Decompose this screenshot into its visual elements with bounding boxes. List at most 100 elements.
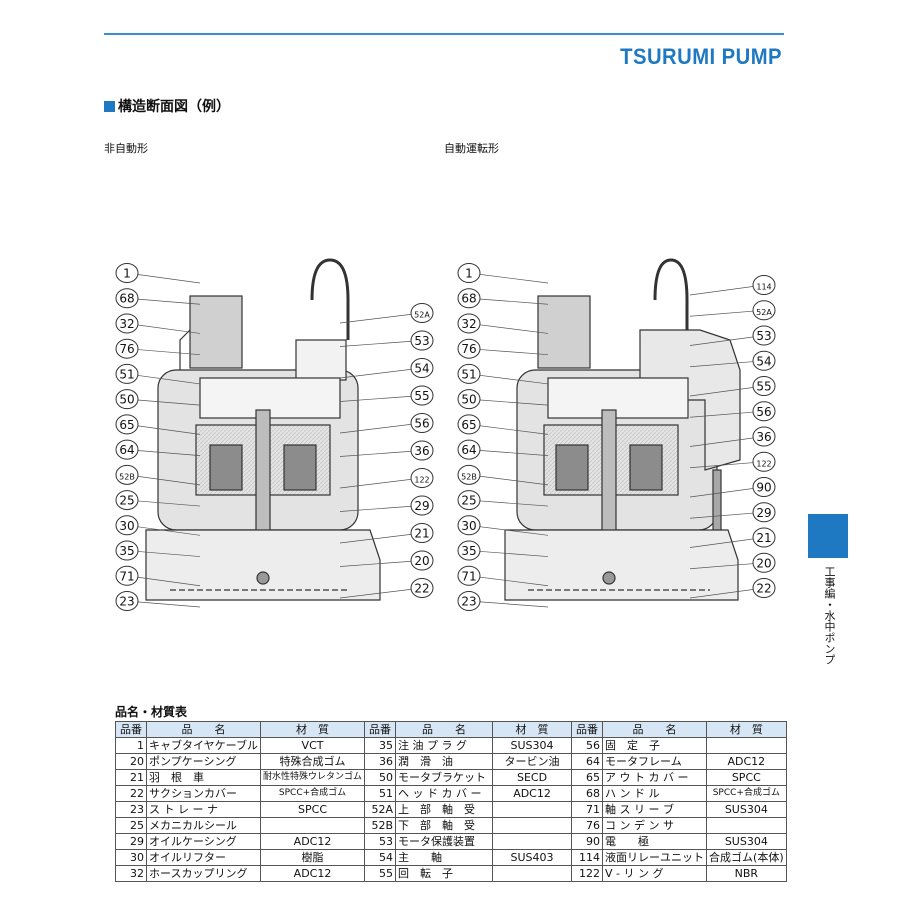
section-title-text: 構造断面図（例） <box>118 99 230 115</box>
right-callout-r-53: 53 <box>689 325 776 346</box>
right-callout-r-36: 36 <box>689 426 776 447</box>
table-cell: 上 部 軸 受 <box>395 801 494 818</box>
table-cell <box>492 801 573 818</box>
left-callout-65-label: 65 <box>119 418 134 432</box>
right-callout-32-label: 32 <box>461 317 476 331</box>
left-callout-25: 25 <box>115 490 201 511</box>
table-cell: ADC12 <box>260 865 366 882</box>
table-cell: 合成ゴム(本体) <box>706 849 787 866</box>
right-callout-23: 23 <box>457 591 549 611</box>
right-callout-64: 64 <box>457 439 549 460</box>
right-callout-r-54-label: 54 <box>756 354 771 368</box>
table-cell: 固 定 子 <box>602 737 708 754</box>
right-callout-25-label: 25 <box>461 494 476 508</box>
table-cell: V - リ ン グ <box>602 865 708 882</box>
table-cell: 20 <box>115 753 147 770</box>
table-cell: サクションカバー <box>145 785 262 802</box>
table-header-cell: 品番 <box>571 721 604 738</box>
table-header-cell: 品 名 <box>602 721 708 738</box>
right-callout-50: 50 <box>457 389 549 410</box>
right-callout-71-label: 71 <box>461 569 476 583</box>
left-callout-23: 23 <box>115 591 201 611</box>
right-callout-30-label: 30 <box>461 519 476 533</box>
table-cell: 液面リレーユニット <box>602 849 708 866</box>
table-cell: ハ ン ド ル <box>602 785 708 802</box>
left-callout-32-label: 32 <box>119 317 134 331</box>
cross-section-diagrams: 16832765150656452B253035712352A535455563… <box>115 258 776 611</box>
side-tab <box>808 514 848 558</box>
right-callout-65: 65 <box>457 414 549 435</box>
table-cell: 29 <box>115 833 147 850</box>
table-cell: 71 <box>571 801 604 818</box>
table-cell: 36 <box>364 753 397 770</box>
right-callout-50-label: 50 <box>461 393 476 407</box>
table-cell: コ ン デ ン サ <box>602 817 708 834</box>
right-callout-r-56: 56 <box>689 401 776 422</box>
table-cell: モータ保護装置 <box>395 833 494 850</box>
left-diagram-label: 非自動形 <box>104 142 148 155</box>
right-callout-r-114: 114 <box>689 275 776 296</box>
table-cell: 122 <box>571 865 604 882</box>
left-callout-65: 65 <box>115 414 201 435</box>
table-cell: NBR <box>706 865 787 882</box>
table-cell: 53 <box>364 833 397 850</box>
right-callout-r-29-label: 29 <box>756 506 771 520</box>
table-cell: SPCC+合成ゴム <box>260 785 366 802</box>
table-cell: 55 <box>364 865 397 882</box>
left-callout-r-122-label: 122 <box>414 476 429 485</box>
left-callout-76-label: 76 <box>119 342 134 356</box>
side-tab-label: 工事編・水中ポンプ <box>823 566 836 665</box>
right-callout-r-20-label: 20 <box>756 556 771 570</box>
left-callout-r-56-label: 56 <box>414 417 429 431</box>
right-callout-r-54: 54 <box>689 350 776 371</box>
table-cell: 特殊合成ゴム <box>260 753 366 770</box>
left-callout-32: 32 <box>115 313 201 334</box>
table-cell: 回 転 子 <box>395 865 494 882</box>
table-cell: タービン油 <box>492 753 573 770</box>
right-callout-r-52a-label: 52A <box>756 308 772 317</box>
table-header-cell: 品 名 <box>395 721 494 738</box>
left-callout-r-53-label: 53 <box>414 334 429 348</box>
right-callout-51-label: 51 <box>461 367 476 381</box>
right-callout-1-label: 1 <box>465 267 473 281</box>
right-callout-71: 71 <box>457 565 549 587</box>
table-cell: 76 <box>571 817 604 834</box>
right-pump-drawing <box>504 258 741 601</box>
table-cell: ADC12 <box>492 785 573 802</box>
table-header-cell: 品番 <box>115 721 147 738</box>
right-callout-51: 51 <box>457 363 549 385</box>
table-cell: 90 <box>571 833 604 850</box>
right-callout-25: 25 <box>457 490 549 511</box>
right-callout-r-22-label: 22 <box>756 582 771 596</box>
table-cell: 樹脂 <box>260 849 366 866</box>
table-cell: SUS304 <box>706 801 787 818</box>
left-callout-r-52a: 52A <box>339 303 434 324</box>
table-header-cell: 材 質 <box>706 721 787 738</box>
left-callout-r-55: 55 <box>339 385 434 406</box>
right-callout-r-122-label: 122 <box>756 459 771 468</box>
table-cell: 68 <box>571 785 604 802</box>
left-callout-64-label: 64 <box>119 443 134 457</box>
right-callout-64-label: 64 <box>461 443 476 457</box>
table-cell: 56 <box>571 737 604 754</box>
table-cell: SPCC <box>260 801 366 818</box>
table-title: 品名・材質表 <box>115 705 188 719</box>
left-callout-r-54: 54 <box>339 358 434 379</box>
table-cell: 21 <box>115 769 147 786</box>
table-cell <box>260 817 366 834</box>
left-callout-23-label: 23 <box>119 595 134 609</box>
table-cell: SUS304 <box>706 833 787 850</box>
table-cell: 注 油 プ ラ グ <box>395 737 494 754</box>
table-cell: 羽 根 車 <box>145 769 262 786</box>
right-callout-r-90-label: 90 <box>756 481 771 495</box>
table-cell: 22 <box>115 785 147 802</box>
table-cell: 1 <box>115 737 147 754</box>
callout-layer: 16832765150656452B253035712352A535455563… <box>115 263 776 611</box>
table-cell: 電 極 <box>602 833 708 850</box>
table-cell: VCT <box>260 737 366 754</box>
table-cell: 64 <box>571 753 604 770</box>
